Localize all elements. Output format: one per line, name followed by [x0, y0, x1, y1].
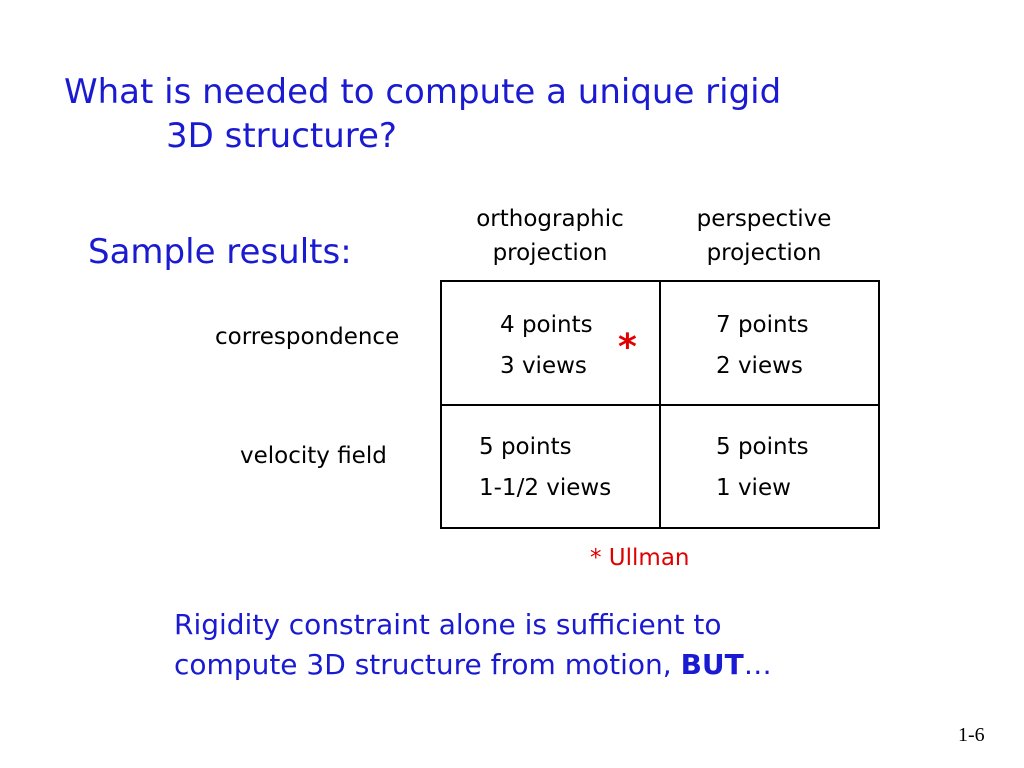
slide-title: What is needed to compute a unique rigid… — [64, 70, 884, 158]
table-cell-velocity-orthographic: 5 points 1-1/2 views — [479, 427, 611, 509]
cell-views: 1-1/2 views — [479, 475, 612, 501]
cell-views: 2 views — [716, 353, 803, 379]
cell-views: 1 view — [716, 475, 791, 501]
row-label-velocity-field: velocity field — [240, 443, 387, 469]
conclusion-text: Rigidity constraint alone is sufficient … — [174, 605, 934, 685]
results-table: 4 points 3 views * 7 points 2 views 5 po… — [440, 280, 880, 529]
column-header-line-1: perspective — [696, 206, 832, 232]
column-header-orthographic: orthographic projection — [440, 202, 660, 270]
table-cell-velocity-perspective: 5 points 1 view — [716, 427, 809, 509]
table-divider-horizontal — [442, 404, 878, 406]
cell-points: 4 points — [500, 312, 593, 338]
ullman-footnote: * Ullman — [590, 545, 690, 571]
column-header-line-1: orthographic — [476, 206, 624, 232]
slide-title-line-2: 3D structure? — [166, 116, 397, 156]
slide-title-line-1: What is needed to compute a unique rigid — [64, 72, 782, 112]
cell-views: 3 views — [500, 353, 587, 379]
conclusion-ellipsis: … — [743, 648, 772, 681]
cell-points: 7 points — [716, 312, 809, 338]
column-header-line-2: projection — [492, 240, 608, 266]
conclusion-line-2-text: compute 3D structure from motion, — [174, 648, 681, 681]
conclusion-line-2: compute 3D structure from motion, BUT… — [174, 645, 934, 685]
sample-results-label: Sample results: — [88, 232, 352, 272]
column-header-perspective: perspective projection — [654, 202, 874, 270]
row-label-correspondence: correspondence — [215, 324, 400, 350]
table-cell-correspondence-perspective: 7 points 2 views — [716, 305, 809, 387]
slide-number: 1-6 — [958, 724, 985, 746]
cell-points: 5 points — [479, 434, 572, 460]
conclusion-emphasis: BUT — [680, 648, 744, 681]
column-header-line-2: projection — [706, 240, 822, 266]
conclusion-line-1: Rigidity constraint alone is sufficient … — [174, 608, 722, 641]
cell-points: 5 points — [716, 434, 809, 460]
ullman-marker: * — [618, 327, 637, 368]
table-cell-correspondence-orthographic: 4 points 3 views — [500, 305, 593, 387]
